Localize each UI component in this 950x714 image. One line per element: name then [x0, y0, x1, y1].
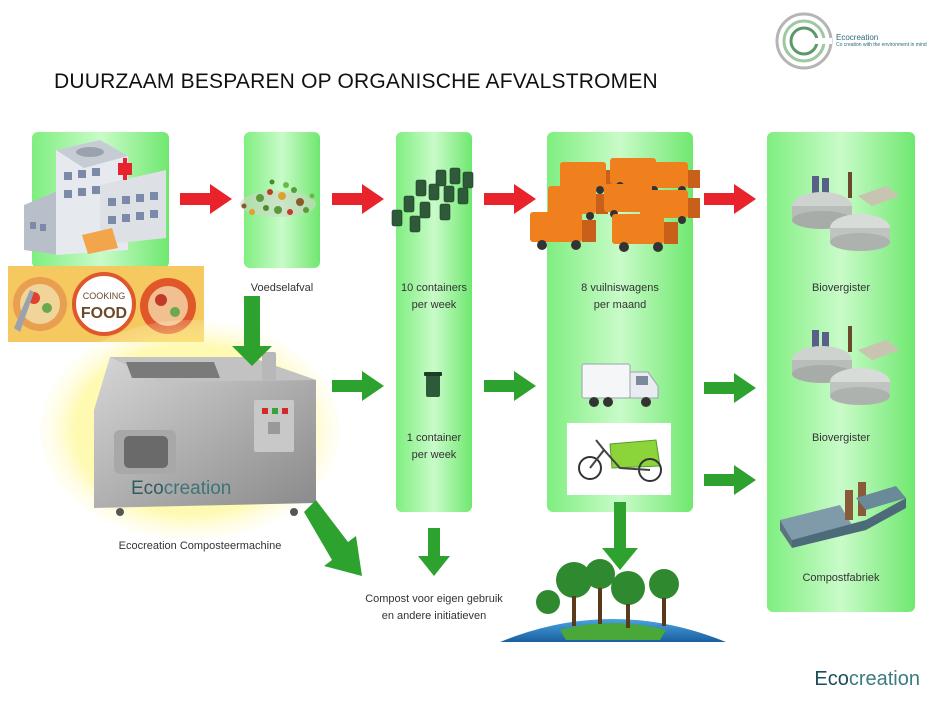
logo-tagline: Co creation with the environment in mind — [836, 42, 927, 48]
label-compost-use-line1: Compost voor eigen gebruik — [365, 593, 503, 605]
label-compost-factory: Compostfabriek — [802, 572, 880, 584]
label-biodigester-middle: Biovergister — [811, 432, 871, 444]
cargo-bike-icon — [567, 423, 671, 495]
label-containers-ten-line2: per week — [411, 299, 457, 311]
label-trucks-line2: per maand — [593, 299, 647, 311]
label-compost-use-line2: en andere initiatieven — [381, 610, 487, 622]
containers-ten-icon — [391, 167, 474, 233]
cooking-food-banner — [8, 266, 204, 342]
label-container-single-line1: 1 container — [406, 432, 462, 444]
label-machine: Ecocreation Composteermachine — [118, 540, 282, 552]
hospital-icon — [24, 140, 166, 255]
cooking-food-text-2: FOOD — [81, 305, 127, 322]
garbage-trucks-icon — [530, 158, 700, 252]
label-trucks-line1: 8 vuilniswagens — [581, 282, 659, 294]
footer-brand-eco: Eco — [814, 668, 849, 690]
red-flow-arrows — [180, 184, 756, 214]
biodigester-icon-middle — [792, 326, 900, 405]
ecocreation-logo-icon — [775, 12, 833, 70]
page-title: DUURZAAM BESPAREN OP ORGANISCHE AFVALSTR… — [54, 70, 658, 93]
label-containers-ten-line1: 10 containers — [400, 282, 468, 294]
small-truck-icon — [581, 363, 659, 407]
label-biodigester-top: Biovergister — [811, 282, 871, 294]
machine-brand-rest: creation — [163, 478, 232, 499]
compost-factory-icon — [780, 482, 906, 548]
container-single-icon — [424, 372, 442, 397]
machine-brand-eco: Eco — [131, 478, 164, 499]
label-container-single-line2: per week — [411, 449, 457, 461]
biodigester-icon-top — [792, 172, 900, 251]
globe-trees-icon — [500, 559, 726, 642]
logo-name: Ecocreation — [836, 33, 879, 42]
food-waste-icon — [240, 179, 316, 217]
green-flow-arrows — [232, 296, 756, 576]
machine-brand: Ecocreation — [131, 478, 231, 500]
label-food-waste: Voedselafval — [250, 282, 314, 294]
composting-machine-icon — [40, 320, 340, 540]
footer-brand-rest: creation — [848, 668, 920, 690]
cooking-food-text-1: COOKING — [83, 291, 126, 301]
footer-brand: Ecocreation — [814, 668, 920, 691]
